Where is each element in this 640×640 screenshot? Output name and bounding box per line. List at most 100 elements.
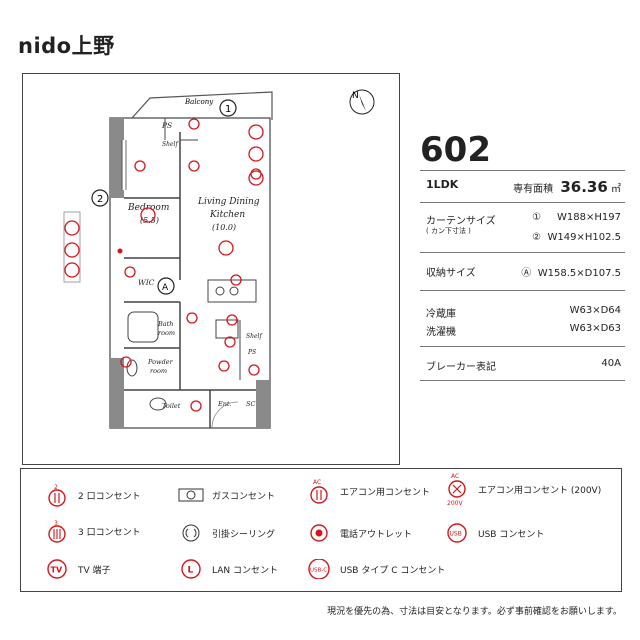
window-marker-1: 1 xyxy=(219,99,237,117)
legend-box xyxy=(20,468,622,592)
legend-label: エアコン用コンセント (200V) xyxy=(478,485,602,496)
unit-outline xyxy=(109,117,271,429)
legend-item-ceiling: 引掛シーリング xyxy=(178,522,275,544)
legend-item-tv: TV TV 端子 xyxy=(44,558,111,580)
legend-label: TV 端子 xyxy=(78,565,111,576)
balcony-outline xyxy=(131,91,273,120)
shoe-cabinet-label: SC xyxy=(246,400,255,408)
unit-number: 602 xyxy=(420,130,491,170)
washer-size: W63×D63 xyxy=(569,323,621,334)
powder-label-2: room xyxy=(150,367,167,375)
ac-outlet-200v-icon: AC 200V xyxy=(444,473,470,507)
curtain-2-mark: ② xyxy=(532,232,542,243)
outlet-symbols xyxy=(64,118,264,412)
bath-label-2: room xyxy=(158,329,175,337)
outlet-3-icon: 3 xyxy=(44,520,70,543)
legend-label: USB タイプ C コンセント xyxy=(340,565,446,576)
legend-label: エアコン用コンセント xyxy=(340,487,431,498)
curtain-label: カーテンサイズ xyxy=(426,216,496,227)
area-value: 36.36 xyxy=(560,178,608,196)
curtain-note: ( カン下寸法 ) xyxy=(426,227,471,235)
ps-label-2: PS xyxy=(247,349,256,356)
svg-text:USB: USB xyxy=(450,531,462,538)
compass-label: N xyxy=(352,91,359,101)
entrance-label: Ent. xyxy=(217,400,232,408)
legend-label: ガスコンセント xyxy=(212,491,276,502)
area-block: 専有面積 36.36 ㎡ xyxy=(513,178,621,196)
area-unit: ㎡ xyxy=(611,184,621,195)
fridge-size: W63×D64 xyxy=(569,305,621,316)
shelf-label-2: Shelf xyxy=(246,333,263,340)
gas-outlet-icon xyxy=(178,484,204,506)
wic-label: WIC xyxy=(138,278,155,287)
legend-item-ac-200v: AC 200V エアコン用コンセント (200V) xyxy=(444,473,602,507)
legend-item-usb: USB USB コンセント xyxy=(444,522,544,544)
bedroom-size: (5.5) xyxy=(140,216,159,225)
svg-text:USB-C: USB-C xyxy=(310,568,327,574)
legend-item-ac: AC エアコン用コンセント xyxy=(306,479,431,504)
unit-type: 1LDK xyxy=(426,178,459,191)
property-title: nido上野 xyxy=(18,34,115,58)
legend-item-usb-c: USB-C USB タイプ C コンセント xyxy=(306,558,445,580)
storage-mark: Ⓐ xyxy=(521,268,532,279)
phone-outlet-icon xyxy=(306,522,332,544)
washer-label: 洗濯機 xyxy=(426,327,456,338)
ps-label-1: PS xyxy=(161,121,172,130)
wall-left-lower xyxy=(110,358,124,428)
svg-text:1: 1 xyxy=(225,104,231,115)
fridge-label: 冷蔵庫 xyxy=(426,309,456,320)
breaker-label: ブレーカー表記 xyxy=(426,362,496,373)
legend-label: 引掛シーリング xyxy=(212,529,276,540)
legend-label: 3 口コンセント xyxy=(78,527,141,538)
window-marker-2: 2 xyxy=(91,189,109,207)
powder-label-1: Powder xyxy=(147,358,174,366)
svg-text:AC: AC xyxy=(451,473,459,480)
legend-item-phone: 電話アウトレット xyxy=(306,522,412,544)
floor-plan: N Balcony PS Shelf Bedroom (5.5) Living … xyxy=(63,89,375,429)
toilet-label: Toilet xyxy=(162,402,181,410)
svg-text:A: A xyxy=(162,283,169,293)
compass-icon: N xyxy=(349,89,375,115)
area-label: 専有面積 xyxy=(513,184,554,195)
usb-outlet-icon: USB xyxy=(444,522,470,544)
legend-label: LAN コンセント xyxy=(212,565,278,576)
ceiling-hook-icon xyxy=(178,522,204,544)
legend-item-outlet-2: 2 2 口コンセント xyxy=(44,484,141,507)
legend-label: 電話アウトレット xyxy=(340,529,413,540)
shelf-label-1: Shelf xyxy=(162,141,179,148)
legend-label: 2 口コンセント xyxy=(78,491,141,502)
ldk-label-1: Living Dining xyxy=(197,197,260,207)
ac-outlet-icon: AC xyxy=(306,479,332,504)
legend-item-outlet-3: 3 3 口コンセント xyxy=(44,520,141,543)
usb-c-outlet-icon: USB-C xyxy=(306,558,332,580)
bath-label-1: Bath xyxy=(157,320,173,328)
wall-right-lower xyxy=(256,380,270,428)
svg-text:L: L xyxy=(188,566,194,576)
phone-outlet-dot xyxy=(117,248,123,254)
legend-item-gas: ガスコンセント xyxy=(178,484,275,506)
balcony-label: Balcony xyxy=(184,98,214,106)
disclaimer: 現況を優先の為、寸法は目安となります。必ず事前確認をお願いします。 xyxy=(327,607,622,617)
outlet-callout-box xyxy=(63,211,81,283)
floor-plan-frame xyxy=(22,73,400,465)
ldk-size: (10.0) xyxy=(212,223,236,232)
breaker-value: 40A xyxy=(601,358,621,369)
curtain-1-size: W188×H197 xyxy=(557,212,621,223)
wall-left-upper xyxy=(110,118,124,198)
legend-item-lan: L LAN コンセント xyxy=(178,558,278,580)
storage-label: 収納サイズ xyxy=(426,268,476,279)
lan-outlet-icon: L xyxy=(178,558,204,580)
storage-size: W158.5×D107.5 xyxy=(537,268,621,279)
legend-label: USB コンセント xyxy=(478,529,545,540)
svg-text:2: 2 xyxy=(97,194,103,205)
svg-text:AC: AC xyxy=(313,479,321,486)
svg-text:2: 2 xyxy=(54,484,58,491)
ldk-label-2: Kitchen xyxy=(209,210,245,220)
tv-terminal-icon: TV xyxy=(44,558,70,580)
svg-text:200V: 200V xyxy=(447,500,463,507)
curtain-2-size: W149×H102.5 xyxy=(547,232,621,243)
svg-text:TV: TV xyxy=(51,566,63,575)
outlet-2-icon: 2 xyxy=(44,484,70,507)
storage-marker-a: A xyxy=(157,277,175,295)
svg-text:3: 3 xyxy=(54,520,58,527)
